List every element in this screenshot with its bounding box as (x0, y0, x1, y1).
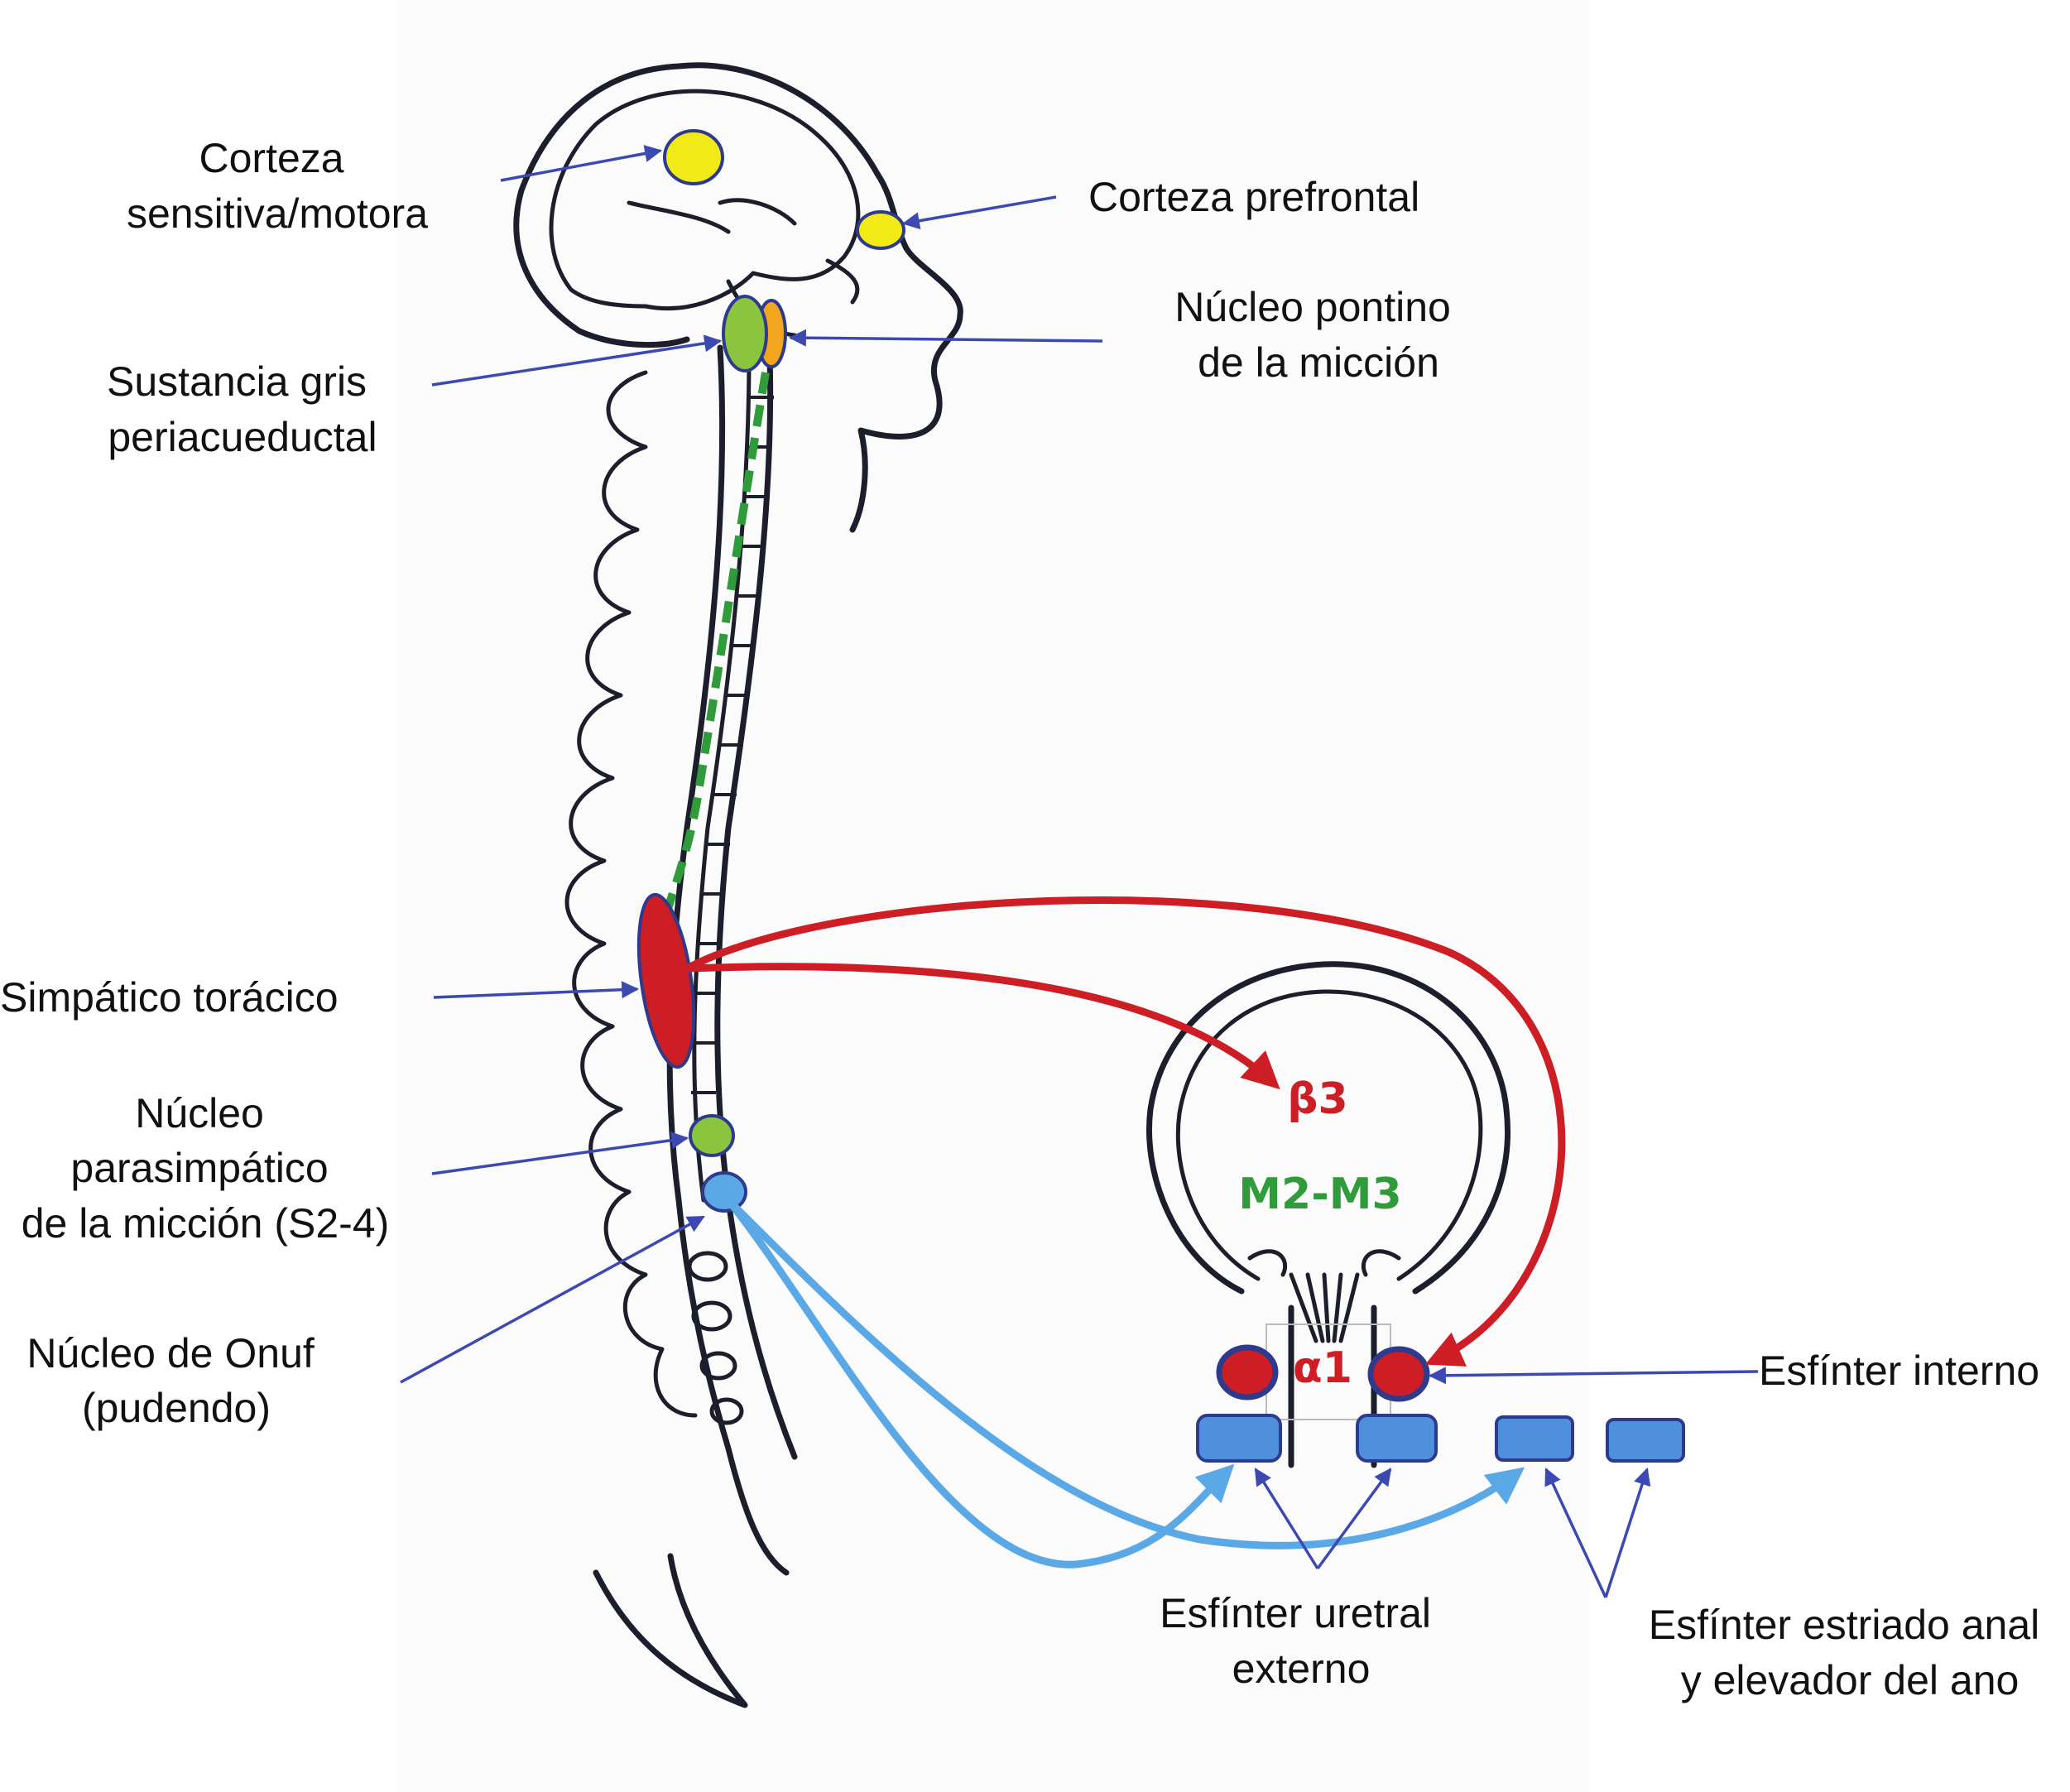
label-external-urethral-sphincter: Esfínter uretral externo (1160, 1590, 1443, 1692)
label-internal-sphincter: Esfínter interno (1759, 1348, 2039, 1394)
sympathetic-to-internal-sphincter-arrow (684, 896, 1566, 1367)
onuf-to-anal-sphincter-arrow (725, 1197, 1525, 1549)
prefrontal-cortex-dot (856, 210, 905, 250)
pontine-to-sacral-pathway (644, 372, 770, 958)
alpha1-receptor-label: α1 (1293, 1343, 1352, 1393)
label-periaqueductal-gray: Sustancia gris periacueductal (107, 358, 378, 460)
label-sensory-motor-cortex: Corteza sensitiva/motora (127, 135, 428, 237)
external-urethral-sphincter-left (1196, 1414, 1282, 1463)
label-parasympathetic-nucleus: Núcleo parasimpático de la micción (S2-4… (22, 1090, 390, 1247)
internal-sphincter-left-ring (1216, 1344, 1279, 1400)
onuf-nucleus-dot (701, 1171, 747, 1213)
sensory-motor-cortex-dot (663, 129, 724, 185)
thoracic-sympathetic-nucleus (636, 892, 696, 1069)
sympathetic-to-bladder-arrow (686, 963, 1280, 1090)
label-pontine-micturition-center: Núcleo pontino de la micción (1174, 284, 1462, 386)
label-pointers (400, 145, 1759, 1598)
periaqueductal-gray (722, 295, 768, 372)
bladder (1146, 961, 1510, 1468)
label-onuf-nucleus: Núcleo de Onuf (pudendo) (26, 1330, 325, 1431)
internal-sphincter-right-ring (1367, 1346, 1430, 1402)
label-thoracic-sympathetic: Simpático torácico (0, 974, 339, 1021)
parasympathetic-nucleus-dot (689, 1114, 735, 1157)
onuf-to-urethral-sphincter-arrow (725, 1198, 1235, 1569)
anal-sphincter-left (1495, 1415, 1574, 1462)
external-urethral-sphincter-right (1356, 1414, 1438, 1463)
paper-background (397, 0, 1589, 1792)
anal-sphincter-right (1606, 1418, 1685, 1463)
label-prefrontal-cortex: Corteza prefrontal (1088, 174, 1419, 220)
label-anal-sphincter-levator: Esfínter estriado anal y elevador del an… (1649, 1602, 2051, 1703)
beta3-receptor-label: β3 (1287, 1074, 1347, 1124)
m2-m3-receptor-label: M2-M3 (1238, 1170, 1401, 1219)
